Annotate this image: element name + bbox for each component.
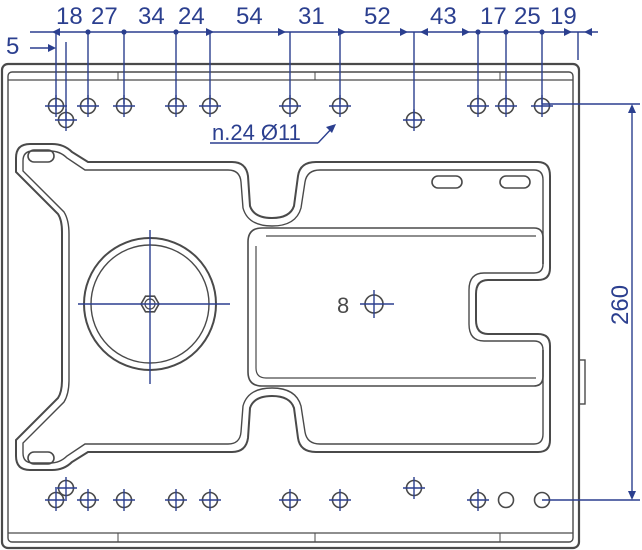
dim-19: 19 [550, 3, 577, 30]
dim-24: 24 [178, 3, 205, 30]
pressed-frame [15, 143, 551, 471]
dim-31: 31 [298, 3, 325, 30]
dim-25: 25 [514, 3, 541, 30]
center-slot: 8 [337, 290, 394, 318]
dim-52: 52 [364, 3, 391, 30]
slot-label: 8 [337, 293, 349, 318]
central-boss [78, 230, 230, 384]
top-dimension-chain: 5 18 27 34 24 54 31 52 43 17 25 19 [6, 3, 598, 120]
mounting-hole [497, 491, 515, 509]
side-dimension: 260 [542, 103, 640, 501]
dim-34: 34 [138, 3, 165, 30]
dim-54: 54 [236, 3, 263, 30]
dim-43: 43 [430, 3, 457, 30]
dim-17: 17 [480, 3, 507, 30]
dim-18: 18 [56, 3, 83, 30]
hole-callout: n.24 Ø11 [210, 120, 336, 145]
dim-5: 5 [6, 33, 19, 60]
dim-260: 260 [607, 285, 634, 325]
dim-27: 27 [91, 3, 118, 30]
hole-callout-text: n.24 Ø11 [212, 120, 301, 145]
